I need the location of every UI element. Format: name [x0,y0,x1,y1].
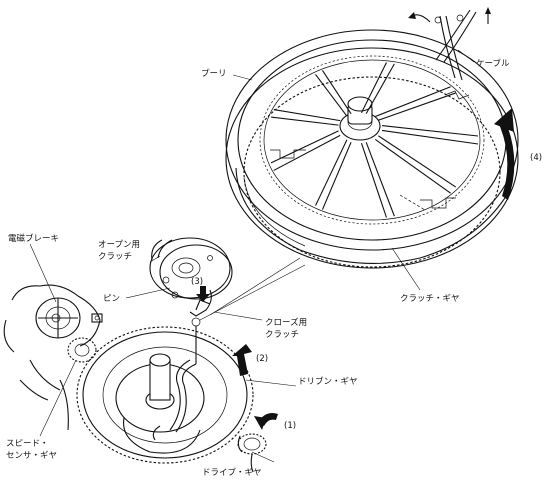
leader-lines [29,49,475,463]
label-cable: ケーブル [476,58,510,69]
electromagnetic-brake [3,284,103,431]
pulley-assembly [225,29,519,269]
rotation-arrow-1 [254,413,278,430]
pulley-spoke [375,86,451,118]
pulley-spoke [270,130,339,164]
driven-gear [76,326,254,464]
pin [191,317,201,327]
label-pulley: プーリ [201,69,227,79]
pulley-spoke [365,142,395,217]
pulley-spoke [273,134,341,171]
label-step-1: (1) [284,421,296,431]
label-step-3: (3) [191,277,203,287]
pulley-spoke [381,125,479,137]
open-clutch [149,237,231,299]
cable [408,7,491,81]
label-speed-sensor-gear-2: センサ・ギヤ [6,451,57,461]
pulley-rim [225,29,519,251]
speed-sensor-gear [67,337,97,363]
label-electromagnetic-brake: 電磁ブレーキ [8,233,59,244]
label-speed-sensor-gear-1: スピード・ [6,439,49,449]
pulley-spoke [378,135,457,188]
close-clutch [189,289,212,317]
pulley-spoke [315,139,348,206]
pulley-spoke [381,129,479,145]
labels: プーリ ケーブル (4) クラッチ・ギヤ 電磁ブレーキ オープン用 クラッチ (… [6,58,542,478]
label-open-clutch-1: オープン用 [98,240,140,250]
label-driven-gear: ドリブン・ギヤ [298,376,358,387]
clutch-assembly [149,237,233,364]
rotation-arrow-4 [494,108,515,200]
pulley-spoke [360,62,387,114]
label-close-clutch-2: クラッチ [265,330,299,340]
label-pin: ピン [103,294,120,304]
pulley-spoke [360,143,387,218]
pulley-spoke [270,116,339,126]
pulley-spoke [273,109,341,122]
label-drive-gear: ドライブ・ギヤ [202,467,262,478]
label-step-4: (4) [530,153,542,163]
label-close-clutch-1: クローズ用 [265,317,307,328]
pulley-spoke [365,63,395,114]
rotation-arrow-2 [232,344,252,376]
label-open-clutch-2: クラッチ [98,252,132,262]
pulley-spoke [322,70,352,115]
drive-gear [237,433,267,473]
label-step-2: (2) [256,354,268,364]
pulley-spoke [374,139,451,194]
label-clutch-gear: クラッチ・ギヤ [400,294,460,304]
pulley-spoke [321,141,352,210]
pulley-spoke [378,92,456,121]
pulley-spoke [315,74,348,117]
